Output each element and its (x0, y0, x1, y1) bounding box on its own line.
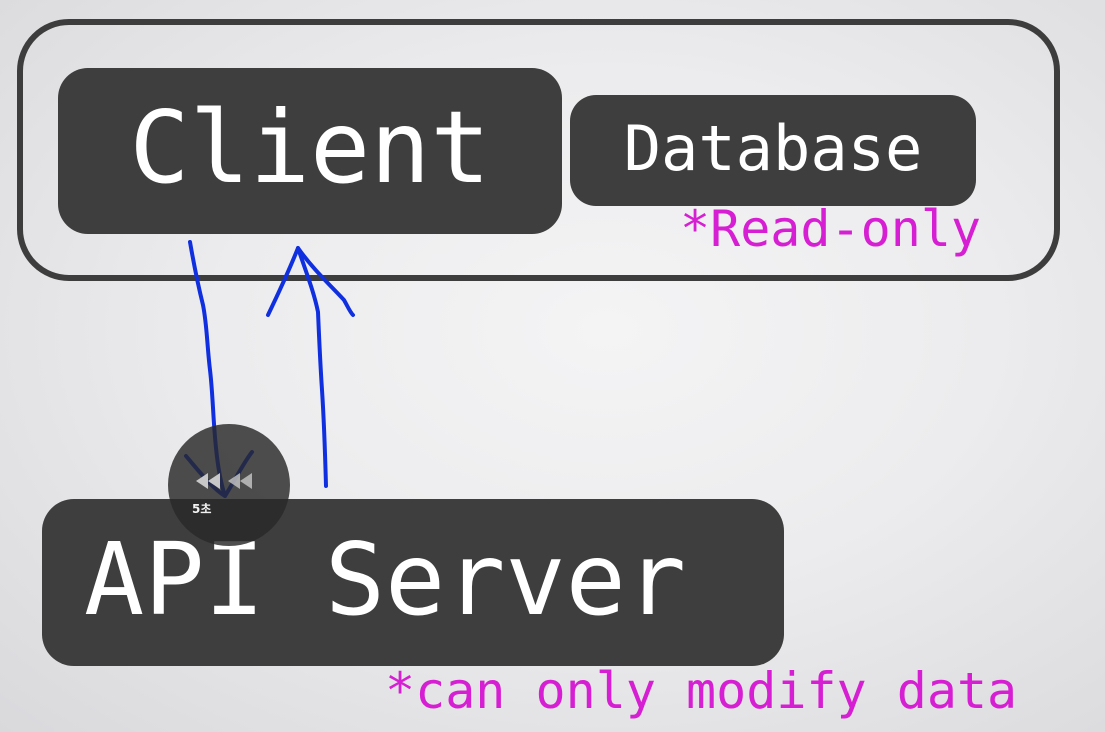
client-box: Client (58, 68, 562, 234)
client-container-frame (17, 19, 1060, 281)
api-server-box: API Server (42, 499, 784, 666)
up-arrow-shaft (296, 246, 328, 488)
api-server-label: API Server (84, 521, 687, 638)
client-label: Client (129, 88, 491, 206)
database-label: Database (623, 112, 923, 185)
database-box: Database (570, 95, 976, 206)
api-modify-note: *can only modify data (385, 662, 1018, 720)
rewind-5s-button[interactable]: 5초 (168, 424, 290, 546)
rewind-icon (196, 473, 252, 489)
readonly-note: *Read-only (680, 200, 982, 258)
rewind-label: 5초 (192, 502, 212, 516)
